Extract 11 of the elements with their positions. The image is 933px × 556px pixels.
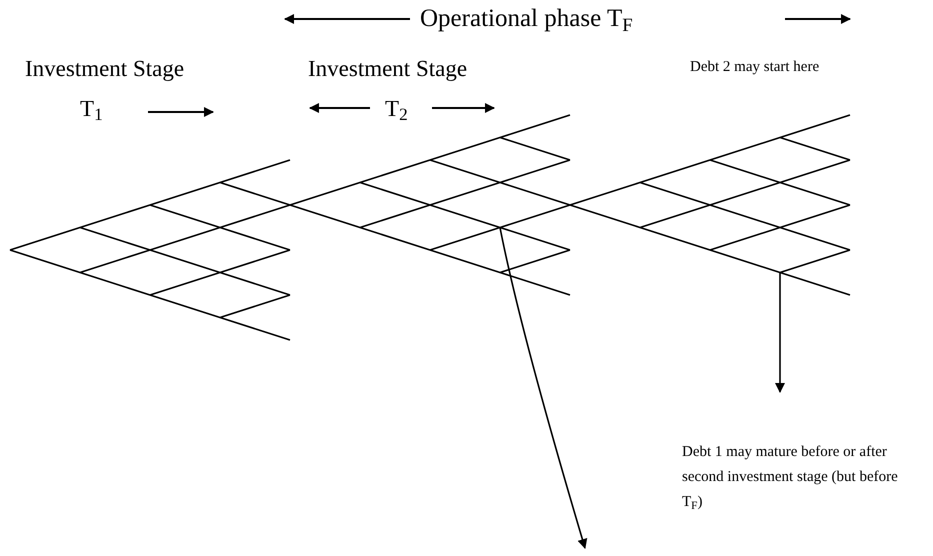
lattice-drawing: [10, 160, 290, 340]
text-label: Debt 1 may mature before or after second investment stage (but before T$_{F}$): [682, 443, 899, 514]
text-label: T$_{2}$: [385, 95, 408, 126]
text-label: Operational phase T$_{F}$: [420, 4, 633, 38]
text-label: T$_{1}$: [80, 95, 103, 126]
text-label: Investment Stage: [25, 55, 184, 83]
text-label: Debt 2 may start here: [690, 58, 820, 77]
arrow: [775, 272, 785, 393]
lattice-drawing: [570, 115, 850, 295]
arrow: [499, 227, 588, 549]
text-label: Investment Stage: [308, 55, 468, 83]
